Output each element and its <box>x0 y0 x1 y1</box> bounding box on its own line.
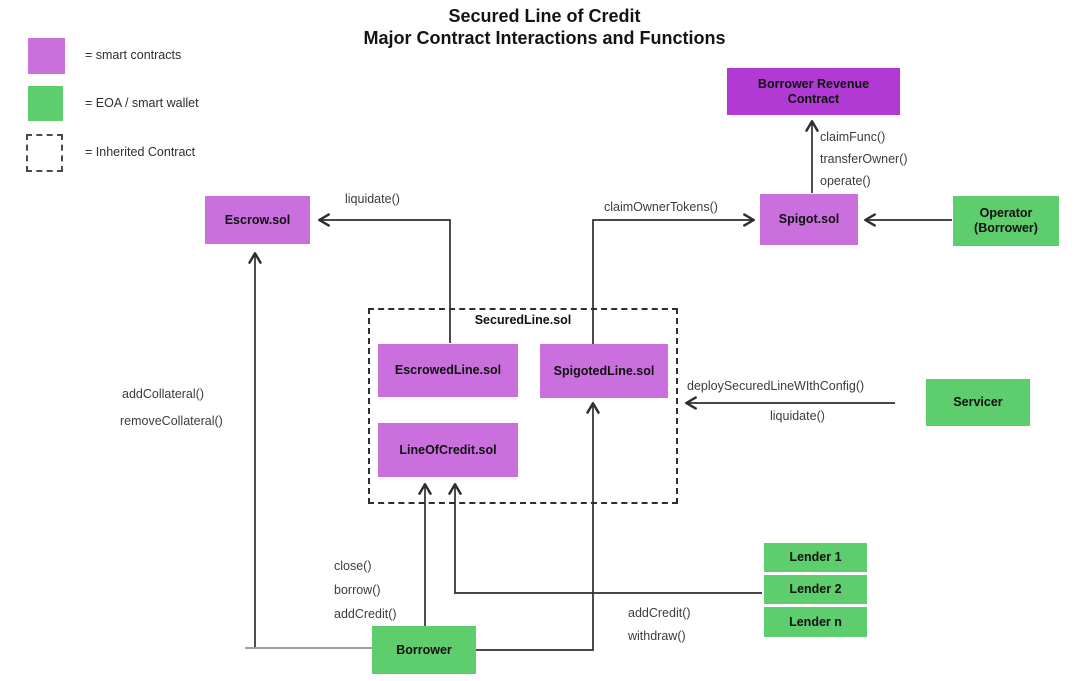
node-borrower-revenue-contract-label: Borrower Revenue Contract <box>757 76 870 106</box>
node-securedline-label: SecuredLine.sol <box>474 313 572 327</box>
legend-eoa-wallet-label: = EOA / smart wallet <box>85 96 199 110</box>
node-operator-label: Operator (Borrower) <box>974 206 1038 235</box>
legend-inherited-contract-label: = Inherited Contract <box>85 145 196 159</box>
node-operator: Operator (Borrower) <box>953 196 1059 246</box>
edge-label-add-credit-lender: addCredit() <box>628 606 691 620</box>
diagram-title: Secured Line of Credit Major Contract In… <box>0 5 1089 49</box>
edge-label-liquidate-escrow: liquidate() <box>345 192 400 206</box>
edge-label-claim-owner-tokens: claimOwnerTokens() <box>604 200 718 214</box>
legend-smart-contract-label: = smart contracts <box>85 48 182 62</box>
legend-inherited-contract-swatch <box>26 134 63 172</box>
node-spigotedline: SpigotedLine.sol <box>540 344 668 398</box>
edge-label-add-credit-borrower: addCredit() <box>334 607 397 621</box>
node-escrow-label: Escrow.sol <box>224 212 291 227</box>
diagram-title-line2: Major Contract Interactions and Function… <box>363 28 726 48</box>
node-escrowedline: EscrowedLine.sol <box>378 344 518 397</box>
node-spigotedline-label: SpigotedLine.sol <box>553 363 655 378</box>
node-lender-n: Lender n <box>764 607 867 637</box>
node-lender-1: Lender 1 <box>764 543 867 572</box>
node-lender-2-label: Lender 2 <box>789 582 842 596</box>
edge-label-borrow: borrow() <box>334 583 381 597</box>
node-securedline-container <box>368 308 678 504</box>
edge-label-deploy-secured-line: deploySecuredLineWIthConfig() <box>687 379 865 393</box>
edge-label-withdraw: withdraw() <box>628 629 686 643</box>
node-lender-n-label: Lender n <box>789 614 842 629</box>
edge-label-operate: operate() <box>820 174 871 188</box>
edge-label-transfer-owner: transferOwner() <box>820 152 908 166</box>
edge-label-close: close() <box>334 559 372 573</box>
node-spigot-label: Spigot.sol <box>778 212 840 226</box>
node-spigot: Spigot.sol <box>760 194 858 245</box>
node-servicer: Servicer <box>926 379 1030 426</box>
node-borrower-label: Borrower <box>396 642 452 657</box>
node-servicer-label: Servicer <box>953 395 1003 409</box>
edge-label-liquidate-servicer: liquidate() <box>770 409 825 423</box>
node-borrower: Borrower <box>372 626 476 674</box>
node-lineofcredit: LineOfCredit.sol <box>378 423 518 477</box>
legend-eoa-wallet-swatch <box>28 86 63 121</box>
edge-label-claim-func: claimFunc() <box>820 130 886 144</box>
node-lender-2: Lender 2 <box>764 575 867 604</box>
node-lineofcredit-label: LineOfCredit.sol <box>399 442 497 457</box>
node-escrowedline-label: EscrowedLine.sol <box>394 363 502 377</box>
edge-label-remove-collateral: removeCollateral() <box>120 414 223 428</box>
diagram-title-line1: Secured Line of Credit <box>448 6 641 26</box>
node-borrower-revenue-contract: Borrower Revenue Contract <box>727 68 900 115</box>
legend-smart-contract-swatch <box>28 38 65 74</box>
node-escrow: Escrow.sol <box>205 196 310 244</box>
edge-label-add-collateral: addCollateral() <box>122 387 204 401</box>
node-lender-1-label: Lender 1 <box>789 550 842 564</box>
